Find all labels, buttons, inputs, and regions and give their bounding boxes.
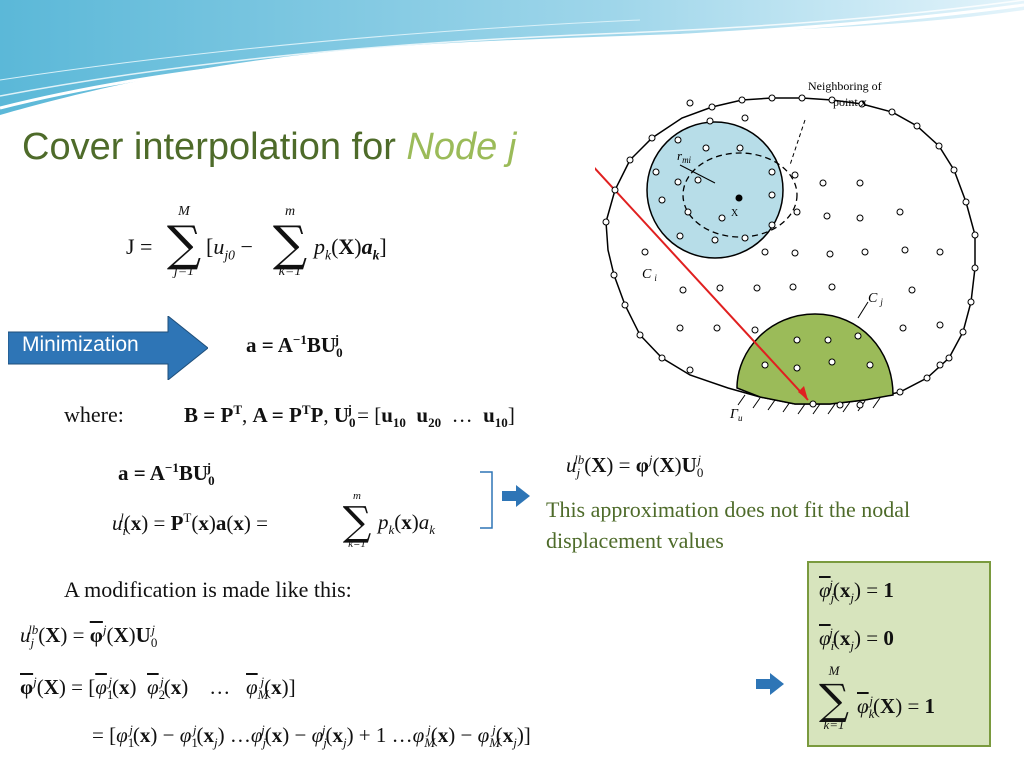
cover-cj — [736, 313, 894, 405]
modified-approximation-equation: ujlb(X) = φj(X)U0j — [20, 622, 158, 651]
cover-ci — [646, 121, 784, 259]
minimization-label: Minimization — [22, 333, 139, 356]
title-emphasis: Node j — [406, 126, 517, 168]
slide-title: Cover interpolation for Node j — [22, 126, 517, 168]
modification-text: A modification is made like this: — [64, 577, 352, 602]
label-point: point — [833, 95, 861, 109]
grouping-bracket — [480, 471, 493, 529]
label-rmi-sub: mi — [682, 155, 691, 165]
label-ci-sub: i — [654, 273, 657, 283]
implication-arrow-2 — [756, 673, 784, 695]
label-point-var: x — [861, 95, 867, 109]
modified-shape-function-vector: φj(X) = [φ1j(x) φ2j(x) … φMj(x)] — [20, 674, 296, 703]
label-ci: C — [642, 267, 652, 282]
svg-text:Γu: Γu — [729, 407, 743, 423]
solution-equation-repeat: a = A−1BU0j — [118, 460, 215, 489]
approximation-note: This approximation does not fit the noda… — [546, 497, 911, 553]
label-x: X — [731, 208, 739, 219]
implication-arrow — [502, 485, 530, 507]
label-cj: C — [868, 291, 878, 306]
label-gamma: Γ — [729, 407, 739, 422]
minimization-arrow — [8, 316, 208, 380]
global-approximation-equation: ujlb(X) = φj(X)U0j — [566, 452, 704, 481]
solution-equation: a = A−1BU0j — [246, 332, 343, 361]
label-gamma-sub: u — [738, 413, 743, 423]
svg-text:point x: point x — [833, 95, 867, 109]
properties-box: φjj(xj) = 1 φij(xj) = 0 M ∑ k=1 φkj(X) =… — [807, 561, 991, 747]
modified-shape-function-expansion: = [φ1j(x) − φ1j(xj) …φjj(x) − φjj(xj) + … — [92, 722, 531, 751]
header-wave-decoration — [0, 0, 1024, 115]
label-cj-sub: j — [879, 297, 883, 307]
matrix-definitions: B = PT, A = PTP, U0j = [u10 u20 … u10] — [184, 402, 515, 431]
svg-text:Cj: Cj — [868, 291, 883, 307]
svg-text:Ci: Ci — [642, 267, 657, 283]
where-label: where: — [64, 402, 124, 427]
label-neighboring: Neighboring of — [808, 79, 882, 93]
label-rmi: r — [677, 148, 683, 163]
svg-text:rmi: rmi — [677, 148, 692, 165]
